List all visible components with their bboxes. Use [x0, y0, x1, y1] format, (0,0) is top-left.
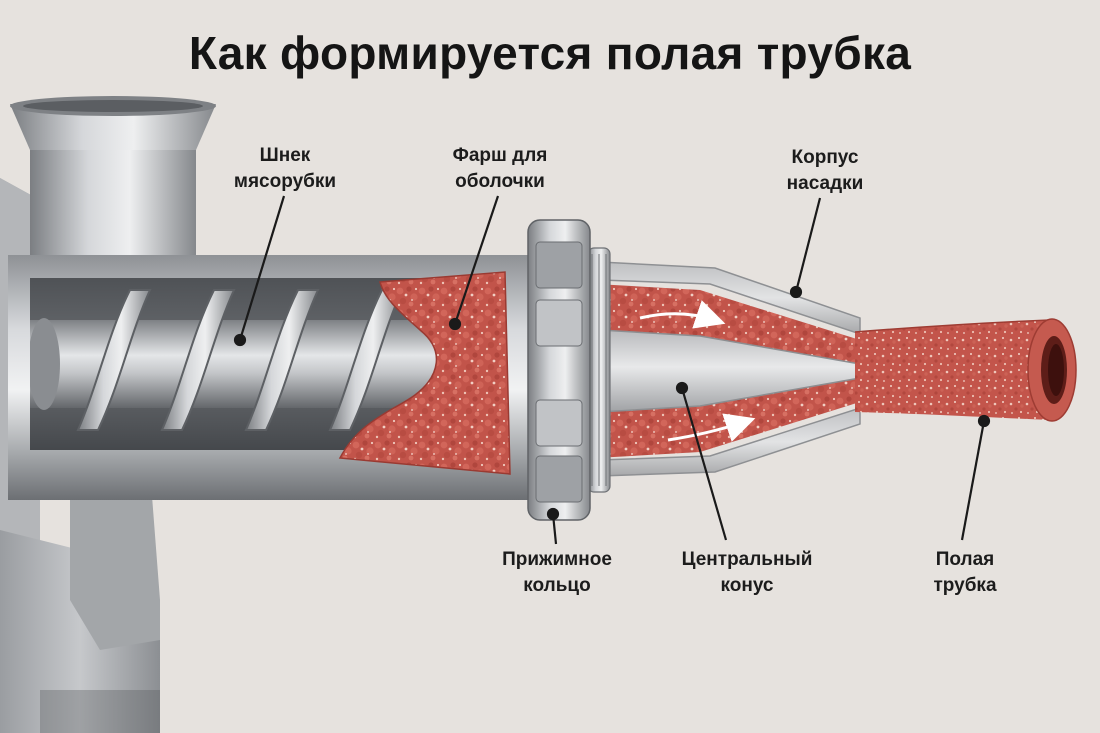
label-hollow-tube: Полая трубка — [933, 549, 997, 596]
flow-arrow-upper — [639, 300, 726, 329]
grinder-hopper — [10, 96, 216, 262]
label-nozzle-body: Корпус насадки — [786, 147, 864, 194]
clamp-ring-shape — [527, 219, 611, 521]
label-center-cone: Центральный конус — [681, 549, 813, 596]
mince-mass — [338, 271, 511, 475]
hollow-tube-output — [854, 318, 1077, 422]
label-clamp-ring: Прижимное кольцо — [502, 549, 612, 596]
page-title: Как формируется полая трубка — [188, 27, 912, 79]
auger-screw — [30, 289, 460, 431]
label-auger: Шнек мясорубки — [233, 145, 337, 192]
label-mince: Фарш для оболочки — [452, 145, 548, 192]
leader-lines — [233, 195, 991, 545]
flow-arrow-lower — [667, 413, 756, 442]
